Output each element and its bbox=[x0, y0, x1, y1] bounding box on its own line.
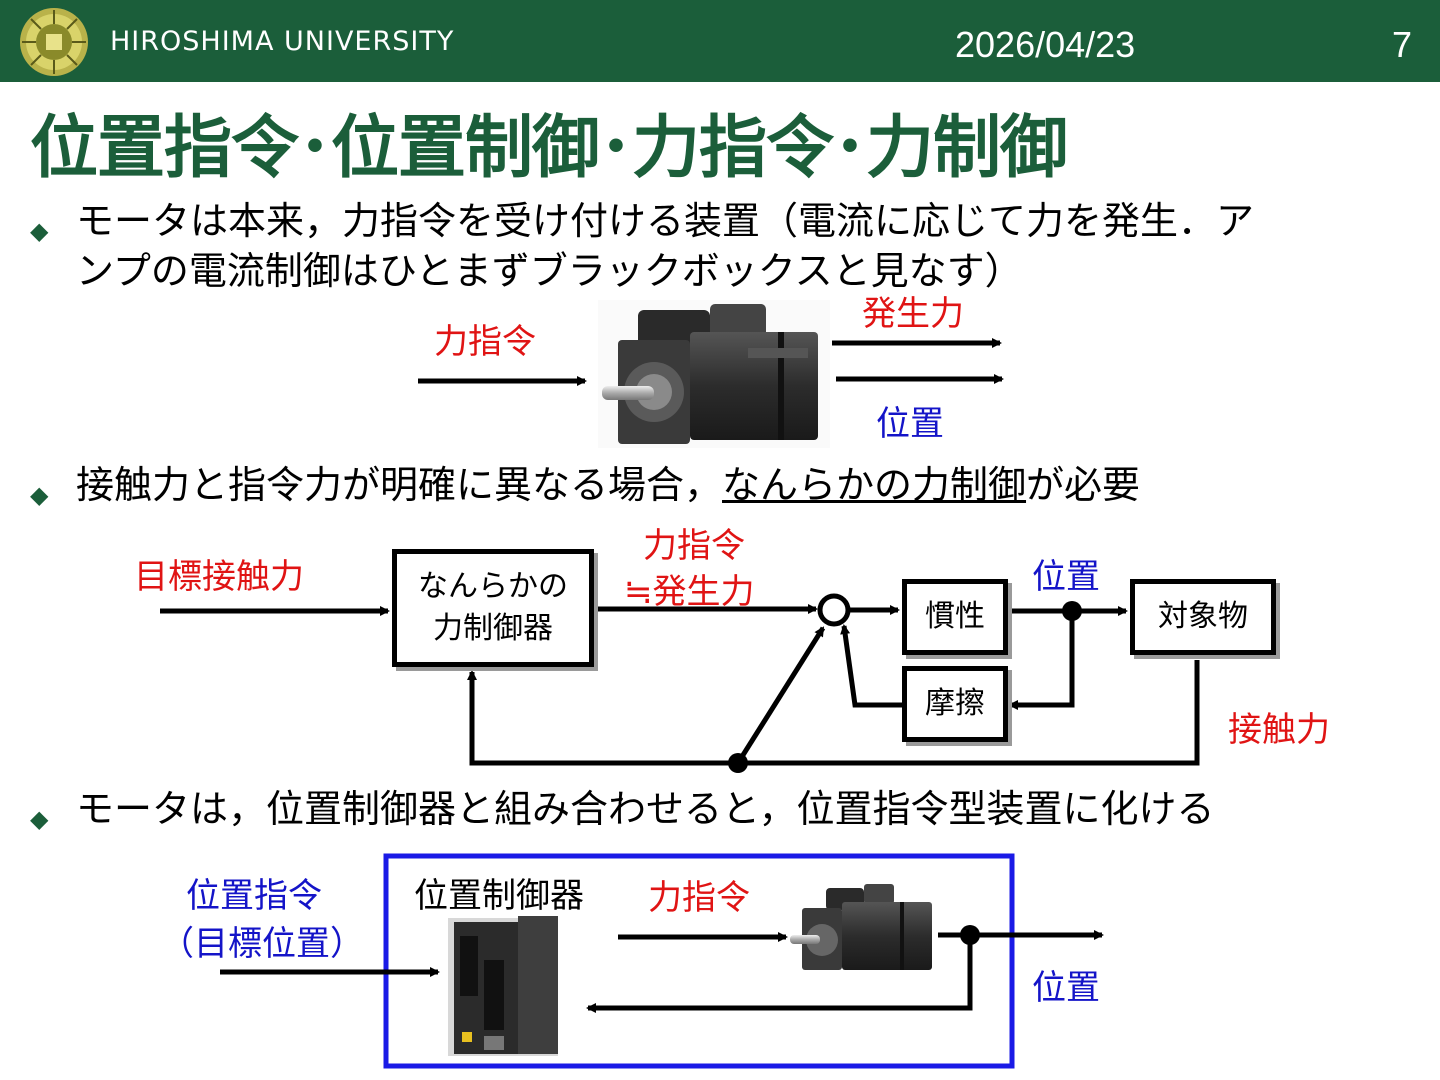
servo-motor-icon bbox=[598, 300, 830, 448]
diamond-bullet-icon: ◆ bbox=[30, 217, 49, 245]
d1-position-label: 位置 bbox=[876, 404, 944, 444]
bullet-3: ◆ モータは，位置制御器と組み合わせると，位置指令型装置に化ける bbox=[30, 784, 1420, 834]
university-name: HIROSHIMA UNIVERSITY bbox=[110, 26, 455, 57]
force-controller-line-2: 力制御器 bbox=[433, 611, 553, 646]
d1-generated-force-label: 発生力 bbox=[862, 294, 964, 334]
bullet-2: ◆ 接触力と指令力が明確に異なる場合，なんらかの力制御が必要 bbox=[30, 460, 1420, 510]
position-feedback-arrow bbox=[586, 935, 973, 1013]
bullet-2-text: 接触力と指令力が明確に異なる場合，なんらかの力制御が必要 bbox=[76, 460, 1420, 510]
friction-feedback-arrow bbox=[840, 624, 902, 708]
friction-label: 摩擦 bbox=[925, 686, 985, 721]
inertia-block: 慣性 bbox=[902, 579, 1008, 655]
contact-force-feedback-arrow bbox=[467, 660, 1200, 766]
summing-junction bbox=[817, 593, 851, 627]
d2-contact-force-label: 接触力 bbox=[1228, 710, 1330, 750]
slide-title: 位置指令･位置制御･力指令･力制御 bbox=[30, 109, 1068, 188]
diagram-3 bbox=[220, 853, 1104, 1069]
friction-input-arrow bbox=[1008, 611, 1075, 710]
d2-target-force-label: 目標接触力 bbox=[134, 557, 304, 597]
diamond-bullet-icon: ◆ bbox=[30, 805, 49, 833]
page-number: 7 bbox=[1392, 24, 1413, 65]
header-bar: HIROSHIMA UNIVERSITY 2026/04/23 7 bbox=[0, 0, 1440, 82]
d2-force-command-label: 力指令 bbox=[643, 526, 745, 566]
d2-approx-generated-force-label: ≒発生力 bbox=[624, 572, 755, 612]
position-controller-frame bbox=[383, 853, 1015, 1069]
force-controller-line-1: なんらかの bbox=[418, 569, 568, 604]
bullet-1-line-1: モータは本来，力指令を受け付ける装置（電流に応じて力を発生．ア bbox=[76, 199, 1255, 243]
diamond-bullet-icon: ◆ bbox=[30, 481, 49, 509]
bullet-1: ◆ モータは本来，力指令を受け付ける装置（電流に応じて力を発生．ア ンプの電流制… bbox=[30, 196, 1420, 296]
force-controller-block: なんらかの力制御器 bbox=[392, 549, 594, 667]
d2-position-label: 位置 bbox=[1032, 557, 1100, 597]
d3-force-command-label: 力指令 bbox=[648, 878, 750, 918]
friction-block: 摩擦 bbox=[902, 666, 1008, 742]
object-label: 対象物 bbox=[1158, 599, 1248, 634]
diagram-2 bbox=[160, 593, 1200, 773]
diagram-1 bbox=[418, 300, 1004, 448]
university-emblem-icon bbox=[20, 8, 88, 76]
servo-amplifier-icon bbox=[448, 916, 558, 1056]
object-block: 対象物 bbox=[1130, 579, 1276, 655]
d1-force-command-label: 力指令 bbox=[434, 322, 536, 362]
d3-position-label: 位置 bbox=[1032, 968, 1100, 1008]
slide-date: 2026/04/23 bbox=[955, 24, 1136, 65]
bullet-2-underlined: なんらかの力制御 bbox=[722, 463, 1027, 507]
d3-target-position-label: （目標位置） bbox=[160, 924, 364, 964]
servo-motor-small-icon bbox=[790, 884, 932, 970]
contact-force-to-sum-arrow bbox=[735, 626, 826, 765]
d3-position-controller-label: 位置制御器 bbox=[414, 876, 584, 916]
inertia-label: 慣性 bbox=[925, 599, 985, 634]
bullet-2-post: が必要 bbox=[1026, 463, 1141, 507]
bullet-1-line-2: ンプの電流制御はひとまずブラックボックスと見なす） bbox=[76, 249, 1023, 293]
contact-branch-dot bbox=[728, 753, 748, 773]
bullet-3-text: モータは，位置制御器と組み合わせると，位置指令型装置に化ける bbox=[76, 787, 1215, 831]
bullet-2-pre: 接触力と指令力が明確に異なる場合， bbox=[76, 463, 723, 507]
d3-position-command-label: 位置指令 bbox=[186, 876, 322, 916]
